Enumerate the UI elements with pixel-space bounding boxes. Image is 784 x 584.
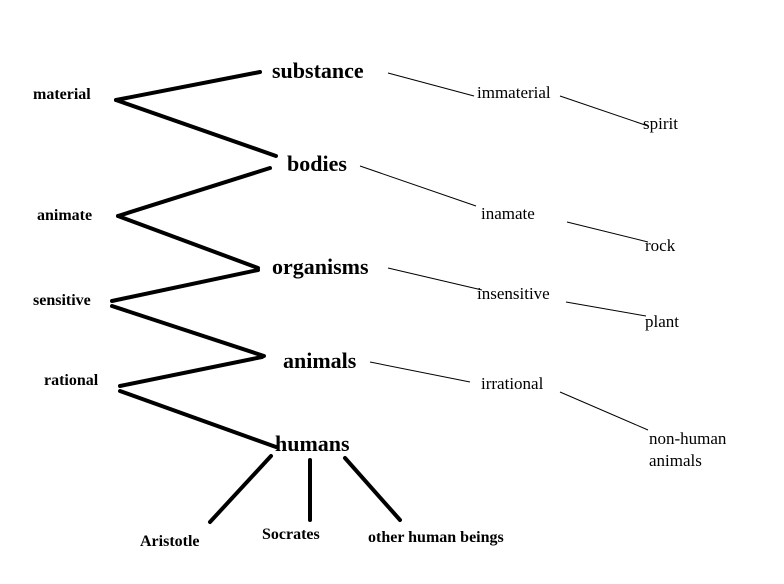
edge-animate-organisms [116, 214, 260, 270]
opposite-immaterial: immaterial [477, 83, 551, 102]
edge-bodies-animate [116, 166, 272, 218]
edge-immaterial-spirit [559, 95, 649, 127]
edge-material-bodies [114, 98, 278, 158]
differentia-animate: animate [37, 207, 93, 224]
individual-others: other human beings [368, 529, 504, 546]
edge-organisms-insensitive [387, 267, 483, 291]
edge-organisms-sensitive [110, 268, 260, 303]
edge-irrational-nonhuman [559, 391, 649, 431]
edge-humans-others [343, 456, 402, 522]
edge-insensitive-plant [565, 301, 647, 317]
differentia-sensitive: sensitive [33, 292, 91, 309]
example-rock: rock [645, 236, 676, 255]
level-organisms: organisms [272, 254, 369, 279]
example-spirit: spirit [643, 114, 678, 133]
opposite-insensitive: insensitive [477, 284, 550, 303]
edge-humans-aristotle [208, 454, 273, 524]
differentia-material: material [33, 86, 91, 103]
edge-inamate-rock [566, 221, 649, 243]
edge-animals-irrational [369, 361, 471, 383]
edge-sensitive-animals [110, 304, 266, 358]
example-plant: plant [645, 312, 679, 331]
example-non-human-line2: animals [649, 451, 702, 470]
differentia-rational: rational [44, 372, 99, 389]
example-non-human-line1: non-human [649, 429, 727, 448]
edge-rational-humans [118, 389, 278, 449]
level-animals: animals [283, 348, 357, 373]
level-bodies: bodies [287, 151, 347, 176]
opposite-irrational: irrational [481, 374, 544, 393]
edge-animals-rational [118, 355, 264, 388]
level-substance: substance [272, 58, 364, 83]
edge-substance-material [114, 70, 262, 102]
opposite-inamate: inamate [481, 204, 535, 223]
edge-substance-immaterial [387, 72, 475, 97]
edge-bodies-inamate [359, 165, 477, 207]
level-humans: humans [275, 431, 350, 456]
individual-socrates: Socrates [262, 526, 320, 543]
individual-aristotle: Aristotle [140, 533, 200, 550]
